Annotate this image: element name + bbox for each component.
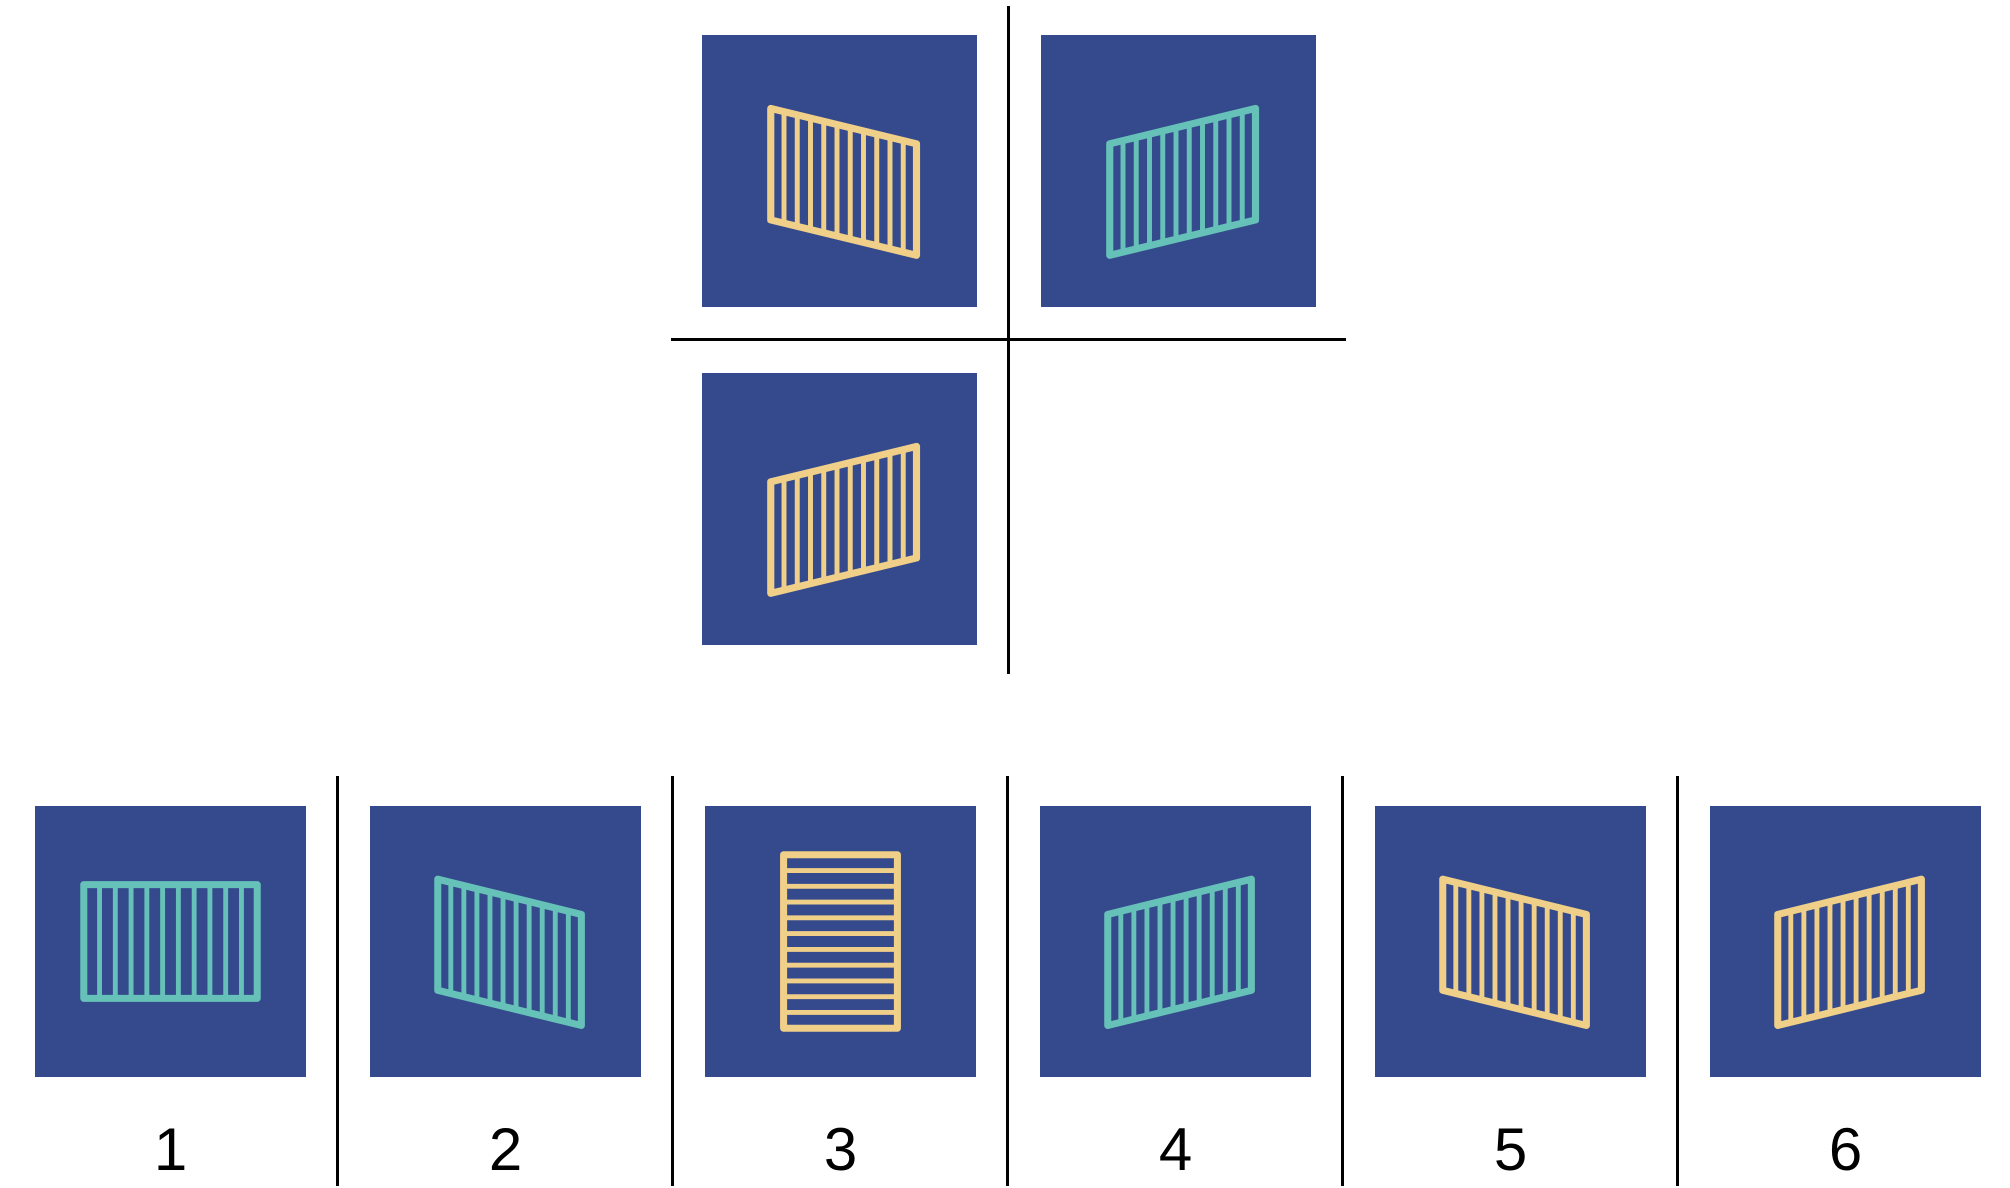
option-3-label: 3 (823, 1116, 858, 1183)
panel-outline (80, 881, 261, 1002)
tile-background (702, 373, 977, 645)
tile-background (1375, 806, 1646, 1077)
figure-graphic (370, 806, 641, 1077)
tile-background (370, 806, 641, 1077)
figure-graphic (1040, 806, 1311, 1077)
striped-panel-cream-slant-up (1774, 875, 1925, 1030)
striped-panel-cream-slant-down (767, 104, 921, 259)
striped-panel-teal-slant-down (434, 875, 585, 1030)
panel-outline (434, 875, 585, 1030)
option-5-tile[interactable] (1375, 806, 1646, 1077)
panel-outline (767, 442, 921, 597)
option-4-tile[interactable] (1040, 806, 1311, 1077)
panel-outline (767, 104, 921, 259)
striped-panel-cream-rect-tall (780, 851, 901, 1032)
figure-graphic (1375, 806, 1646, 1077)
option-divider-4 (1341, 776, 1344, 1186)
option-2-tile[interactable] (370, 806, 641, 1077)
option-6-tile[interactable] (1710, 806, 1981, 1077)
matrix-cell-2-1 (702, 373, 977, 645)
panel-outline (1439, 875, 1590, 1030)
option-divider-5 (1676, 776, 1679, 1186)
figure-graphic (35, 806, 306, 1077)
tile-background (1041, 35, 1316, 307)
option-1-label: 1 (153, 1116, 188, 1183)
striped-panel-teal-slant-up (1104, 875, 1255, 1030)
panel-outline (1774, 875, 1925, 1030)
figure-graphic (702, 373, 977, 645)
tile-background (705, 806, 976, 1077)
striped-panel-cream-slant-up (767, 442, 921, 597)
matrix-cell-2-2 (1041, 373, 1316, 645)
panel-outline (780, 851, 901, 1032)
option-5-label: 5 (1493, 1116, 1528, 1183)
option-3-tile[interactable] (705, 806, 976, 1077)
matrix-horizontal-divider (671, 338, 1346, 341)
striped-panel-teal-rect-wide (80, 881, 261, 1002)
option-2-label: 2 (488, 1116, 523, 1183)
striped-panel-teal-slant-up (1106, 104, 1260, 259)
tile-background (35, 806, 306, 1077)
option-divider-2 (671, 776, 674, 1186)
figure-graphic (705, 806, 976, 1077)
option-4-label: 4 (1158, 1116, 1193, 1183)
panel-outline (1106, 104, 1260, 259)
tile-background (1040, 806, 1311, 1077)
panel-outline (1104, 875, 1255, 1030)
option-divider-1 (336, 776, 339, 1186)
striped-panel-cream-slant-down (1439, 875, 1590, 1030)
option-6-label: 6 (1828, 1116, 1863, 1183)
option-1-tile[interactable] (35, 806, 306, 1077)
matrix-cell-1-2 (1041, 35, 1316, 307)
figure-graphic (702, 35, 977, 307)
tile-background (1710, 806, 1981, 1077)
matrix-cell-1-1 (702, 35, 977, 307)
option-divider-3 (1006, 776, 1009, 1186)
figure-graphic (1710, 806, 1981, 1077)
tile-background (702, 35, 977, 307)
figure-graphic (1041, 35, 1316, 307)
